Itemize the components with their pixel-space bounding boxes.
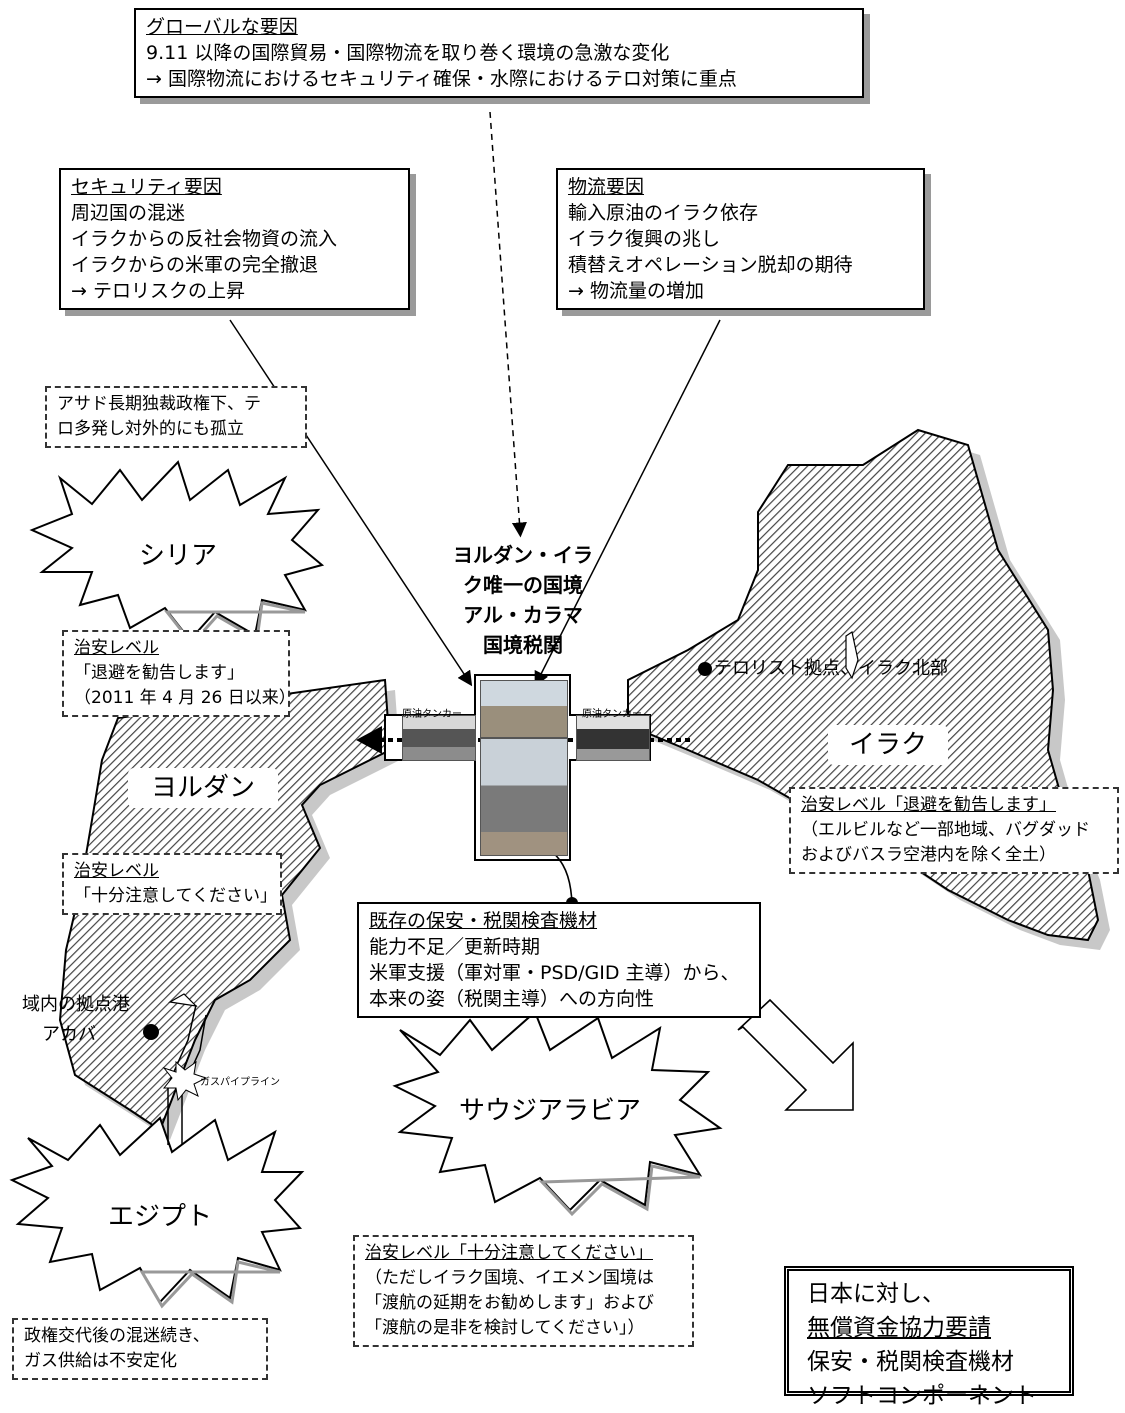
saudi-level-line: （ただしイラク国境、イエメン国境は [365, 1268, 654, 1288]
port-label-line2: アカバ [42, 1024, 96, 1045]
gas-pipeline-label: ガスパイプライン [200, 1077, 280, 1088]
security-factor-title: セキュリティ要因 [71, 176, 222, 198]
security-factor-box: セキュリティ要因 周辺国の混迷 イラクからの反社会物資の流入 イラクからの米軍の… [59, 168, 410, 310]
equipment-line: 本来の姿（税関主導）への方向性 [369, 988, 655, 1010]
equipment-line: 能力不足／更新時期 [369, 936, 541, 958]
equipment-title: 既存の保安・税関検査機材 [369, 910, 598, 932]
country-syria: シリア [138, 541, 217, 571]
country-egypt: エジプト [107, 1202, 212, 1232]
grant-request-box: 日本に対し、 無償資金協力要請 保安・税関検査機材 ソフトコンポーネント [784, 1266, 1074, 1409]
syria-burst [29, 460, 325, 642]
center-line: ヨルダン・イラ [453, 543, 593, 567]
saudi-burst-shadow [538, 1164, 701, 1217]
terrorist-base-label: テロリスト拠点、イラク北部 [714, 658, 948, 679]
iraq-level-line: およびバスラ空港内を除く全土） [801, 845, 1056, 865]
egypt-note-line: ガス供給は不安定化 [24, 1351, 177, 1371]
saudi-level-line: 「渡航の延期をお勧めします」および [365, 1293, 654, 1313]
logistics-factor-line: 輸入原油のイラク依存 [568, 202, 759, 224]
syria-level-line: （2011 年 4 月 26 日以来） [74, 688, 296, 708]
equipment-box: 既存の保安・税関検査機材 能力不足／更新時期 米軍支援（軍対軍・PSD/GID … [357, 902, 761, 1018]
request-line-underlined: 無償資金協力要請 [807, 1315, 991, 1341]
security-factor-line: イラクからの反社会物資の流入 [71, 228, 338, 250]
pipeline-burst [162, 1060, 208, 1102]
truck-photo [480, 738, 568, 856]
country-iraq: イラク [828, 725, 948, 765]
port-label-line1: 域内の拠点港 [22, 994, 130, 1015]
iraq-lake [845, 631, 859, 680]
iraq-level-title: 治安レベル「退避を勧告します」 [801, 795, 1056, 815]
egypt-note: 政権交代後の混迷続き、 ガス供給は不安定化 [12, 1318, 268, 1380]
logistics-factor-line: 積替えオペレーション脱却の期待 [568, 254, 853, 276]
global-factor-box: グローバルな要因 9.11 以降の国際貿易・国際物流を取り巻く環境の急激な変化 … [134, 8, 864, 98]
center-line: 国境税関 [483, 633, 563, 657]
request-line: 日本に対し、 [807, 1281, 945, 1307]
security-factor-line: → テロリスクの上昇 [71, 280, 245, 302]
saudi-security-level: 治安レベル「十分注意してください」 （ただしイラク国境、イエメン国境は 「渡航の… [353, 1235, 694, 1347]
egypt-note-line: 政権交代後の混迷続き、 [24, 1326, 210, 1346]
iraq-security-level: 治安レベル「退避を勧告します」 （エルビルなど一部地域、バグダッド およびバスラ… [789, 787, 1119, 874]
center-line: アル・カラマ [463, 603, 583, 627]
country-saudi-arabia: サウジアラビア [458, 1096, 641, 1126]
center-line: ク唯一の国境 [463, 573, 583, 597]
syria-level-title: 治安レベル [74, 638, 159, 658]
equipment-line: 米軍支援（軍対軍・PSD/GID 主導）から、 [369, 962, 740, 984]
syria-note: アサド長期独裁政権下、テ ロ多発し対外的にも孤立 [45, 386, 307, 448]
syria-note-line: ロ多発し対外的にも孤立 [57, 419, 244, 439]
saudi-level-line: 「渡航の是非を検討してください」） [365, 1318, 645, 1338]
jordan-security-level: 治安レベル 「十分注意してください」 [62, 853, 282, 915]
security-factor-line: イラクからの米軍の完全撤退 [71, 254, 319, 276]
border-crossing-title: ヨルダン・イラ ク唯一の国境 アル・カラマ 国境税関 [438, 540, 608, 660]
tanker-right-photo [576, 715, 650, 761]
customs-building-photo [480, 680, 568, 738]
syria-level-line: 「退避を勧告します」 [74, 663, 244, 683]
logistics-factor-line: → 物流量の増加 [568, 280, 704, 302]
logistics-factor-line: イラク復興の兆し [568, 228, 721, 250]
saudi-level-title: 治安レベル「十分注意してください」 [365, 1243, 653, 1263]
country-jordan: ヨルダン [128, 768, 278, 808]
egypt-burst-shadow [139, 1260, 281, 1309]
iraq-level-line: （エルビルなど一部地域、バグダッド [801, 820, 1090, 840]
tanker-left-photo [402, 715, 476, 761]
jordan-level-title: 治安レベル [74, 861, 159, 881]
global-factor-title: グローバルな要因 [146, 16, 298, 38]
next-arrow [737, 998, 854, 1111]
saudi-burst [392, 1010, 723, 1212]
jordan-level-line: 「十分注意してください」 [74, 886, 277, 906]
logistics-factor-title: 物流要因 [568, 176, 645, 198]
tanker-right-label: 原油タンカー [582, 709, 642, 720]
logistics-factor-box: 物流要因 輸入原油のイラク依存 イラク復興の兆し 積替えオペレーション脱却の期待… [556, 168, 925, 310]
syria-note-line: アサド長期独裁政権下、テ [57, 394, 261, 414]
global-factor-line: → 国際物流におけるセキュリティ確保・水際におけるテロ対策に重点 [146, 68, 737, 90]
security-factor-line: 周辺国の混迷 [71, 202, 186, 224]
request-line: 保安・税関検査機材 [807, 1349, 1014, 1375]
tanker-left-label: 原油タンカー [402, 709, 462, 720]
global-factor-line: 9.11 以降の国際貿易・国際物流を取り巻く環境の急激な変化 [146, 42, 670, 64]
syria-security-level: 治安レベル 「退避を勧告します」 （2011 年 4 月 26 日以来） [62, 630, 296, 717]
syria-burst-shadow [163, 601, 306, 647]
request-line: ソフトコンポーネント [807, 1383, 1037, 1409]
